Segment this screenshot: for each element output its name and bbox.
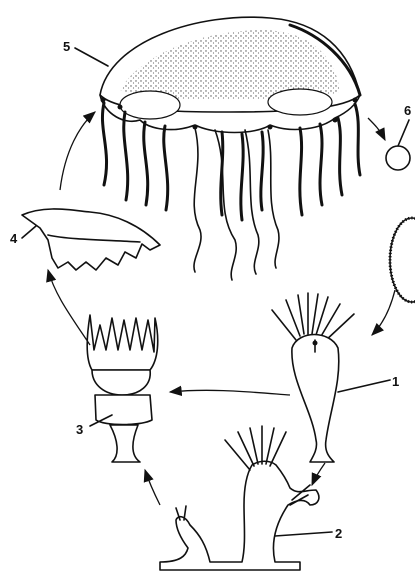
planula-stage [390, 218, 415, 302]
label-1: 1 [392, 375, 399, 388]
label-2: 2 [335, 527, 342, 540]
label-3: 3 [76, 423, 83, 436]
polyp-colony-stage [160, 426, 319, 570]
ephyra-stage [22, 209, 160, 270]
egg-stage [386, 120, 410, 170]
label-4: 4 [10, 232, 17, 245]
label-6: 6 [404, 104, 411, 117]
strobila-stage [87, 315, 158, 462]
label-5: 5 [63, 40, 70, 53]
